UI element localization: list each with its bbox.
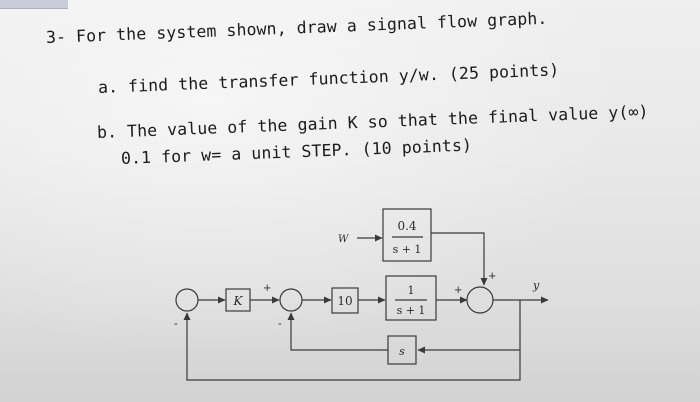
s-block-label: s [399, 345, 405, 358]
plant-tf-denominator: s + 1 [397, 304, 426, 317]
sum2-minus-sign: - [278, 317, 282, 330]
arrow-unity-feedback [183, 312, 521, 381]
gain-10-label: 10 [337, 294, 352, 308]
inner-summing-junction [279, 288, 303, 312]
output-label: y [532, 279, 540, 292]
dist-tf-denominator: s + 1 [393, 243, 422, 256]
output-summing-junction [466, 286, 494, 314]
dist-tf-numerator: 0.4 [397, 219, 416, 233]
sum1-minus-sign: - [174, 317, 178, 330]
arrow-dist-to-sum3 [431, 232, 488, 286]
plant-block [385, 275, 437, 321]
sum3-plus-sign-left: + [454, 285, 462, 296]
gain-k-label: K [233, 294, 244, 308]
plant-tf-numerator: 1 [408, 284, 415, 297]
corner-tab [0, 0, 68, 9]
sum3-plus-sign-top: + [488, 271, 496, 282]
disturbance-block [382, 208, 432, 262]
input-summing-junction [175, 288, 199, 312]
sum2-plus-sign: + [263, 283, 271, 294]
disturbance-label: W [338, 234, 349, 245]
arrow-s-to-sum2 [287, 312, 388, 351]
